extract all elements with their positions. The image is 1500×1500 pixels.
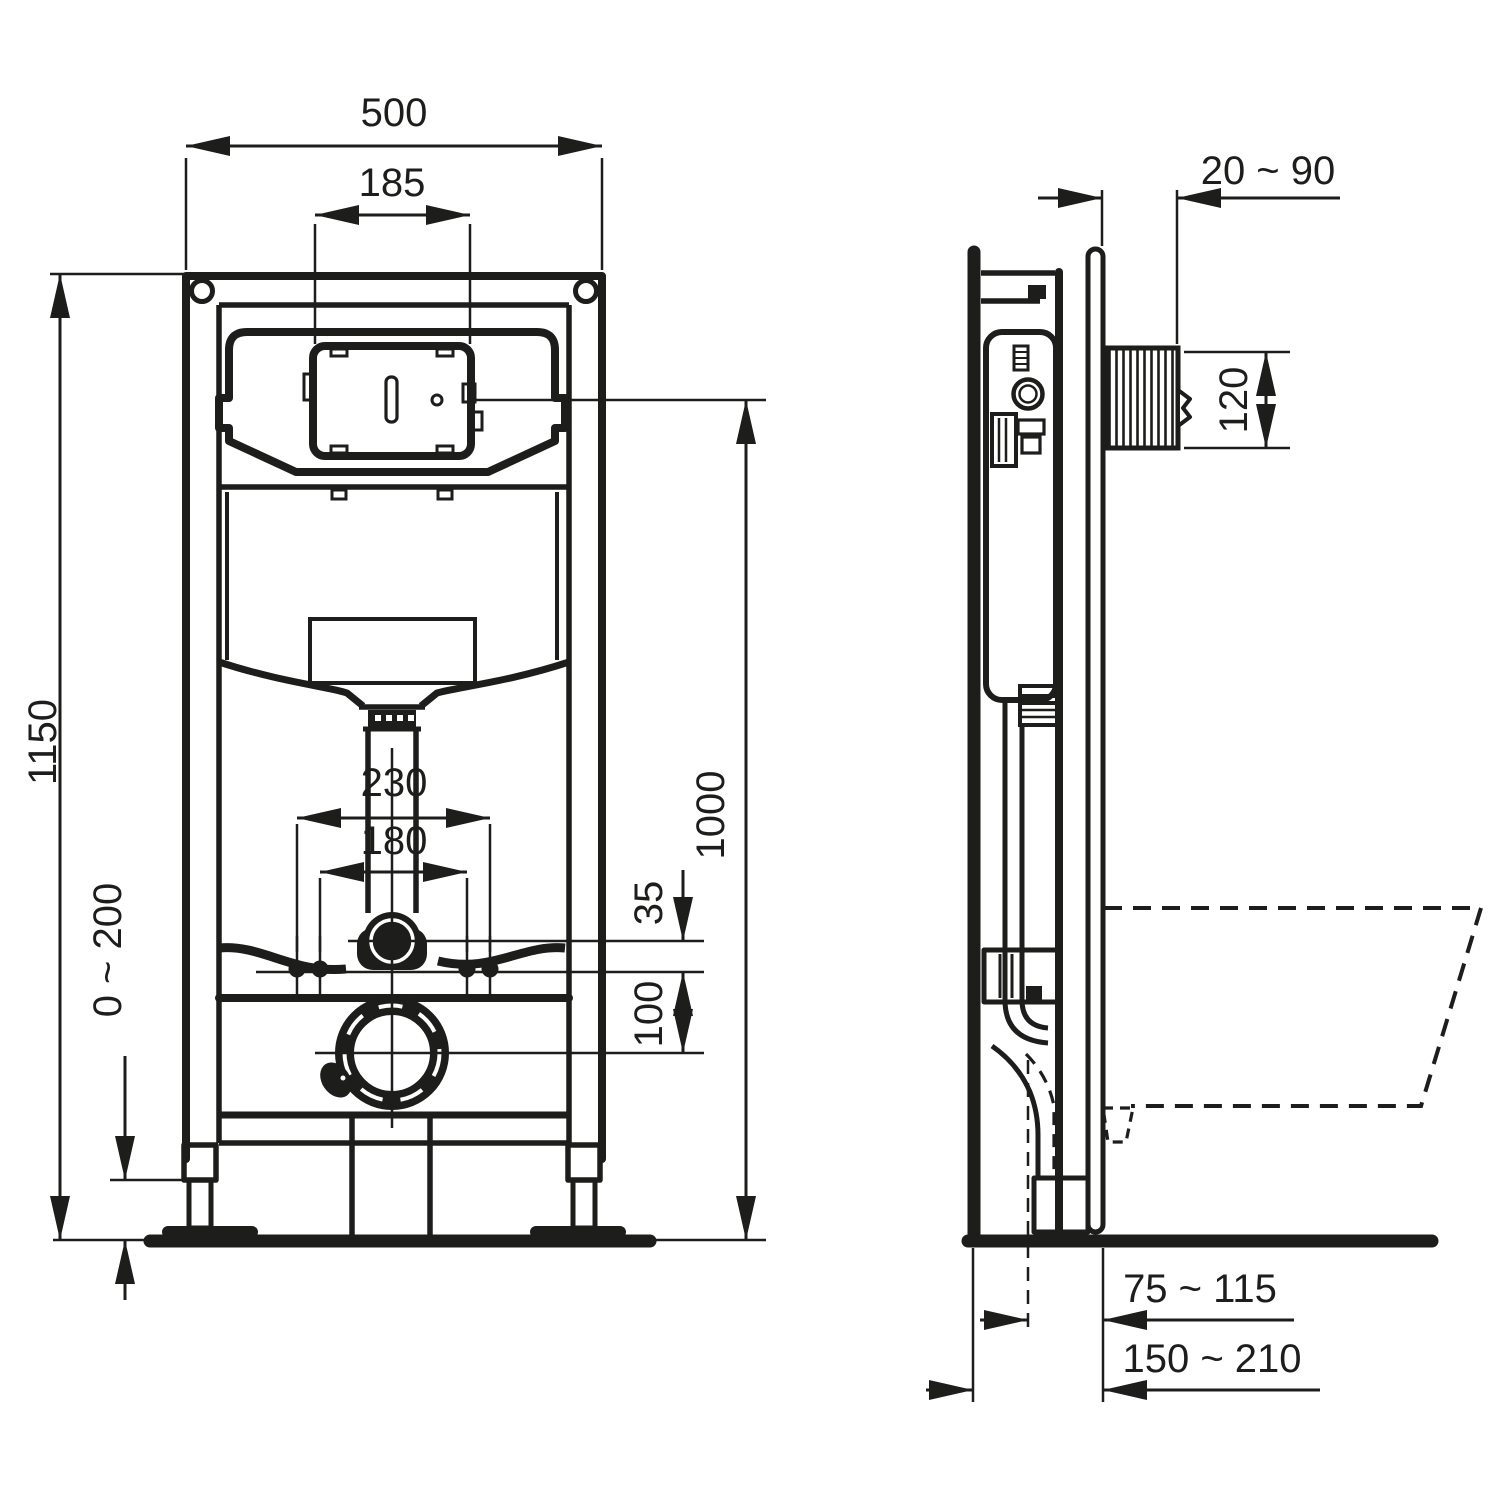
flush-slot (384, 375, 399, 424)
cistern-tank-bottom (217, 492, 571, 913)
dim-duct-height: 120 (1212, 367, 1256, 434)
dim-fixing-inner: 180 (361, 819, 428, 863)
dim-wall-to-front: 150 ~ 210 (1122, 1337, 1301, 1381)
side-view: 20 ~ 90 120 75 ~ 115 150 ~ 210 (926, 149, 1484, 1402)
outlet-clamp (315, 748, 704, 1240)
hanger-hole-left (189, 278, 215, 304)
recess-hole (430, 393, 444, 407)
outlet-bracket (981, 947, 1061, 1005)
dim-top-fixing-height: 1000 (689, 771, 733, 860)
dim-outlet-to-front: 75 ~ 115 (1123, 1267, 1277, 1311)
flush-plate-recess (302, 342, 484, 460)
mounting-frame (182, 272, 606, 1163)
front-rail-plate (1085, 246, 1106, 1235)
dim-finished-wall-range: 20 ~ 90 (1201, 149, 1336, 193)
hanger-hole-right (573, 278, 599, 304)
flush-pipe-side (981, 684, 1091, 1336)
adjustable-feet (162, 1142, 626, 1238)
hidden-outlet-pipe (1024, 1052, 1056, 1176)
dim-inlet-offset: 35 (627, 881, 671, 926)
dim-frame-width: 500 (361, 91, 428, 135)
cistern-cover (215, 328, 569, 501)
front-view: 500 185 1150 0 ~ 200 230 180 35 100 (21, 91, 766, 1300)
dim-frame-height: 1150 (21, 699, 65, 785)
dim-outlet-offset: 100 (627, 981, 671, 1048)
wc-bowl-outline (1101, 906, 1484, 1144)
dim-fixing-outer: 230 (361, 761, 428, 805)
inlet-connection (1011, 377, 1045, 411)
floor-line (53, 1234, 766, 1248)
side-dimensions: 20 ~ 90 120 75 ~ 115 150 ~ 210 (926, 149, 1340, 1402)
outlet-stub (1031, 1175, 1091, 1235)
dim-plate-opening-width: 185 (359, 161, 426, 205)
wall-and-floor (961, 245, 1439, 1248)
flush-plate-duct (1103, 345, 1192, 451)
cistern-side (983, 329, 1059, 703)
dim-foot-adjust: 0 ~ 200 (86, 883, 130, 1018)
front-dimensions: 500 185 1150 0 ~ 200 230 180 35 100 (21, 91, 766, 1300)
